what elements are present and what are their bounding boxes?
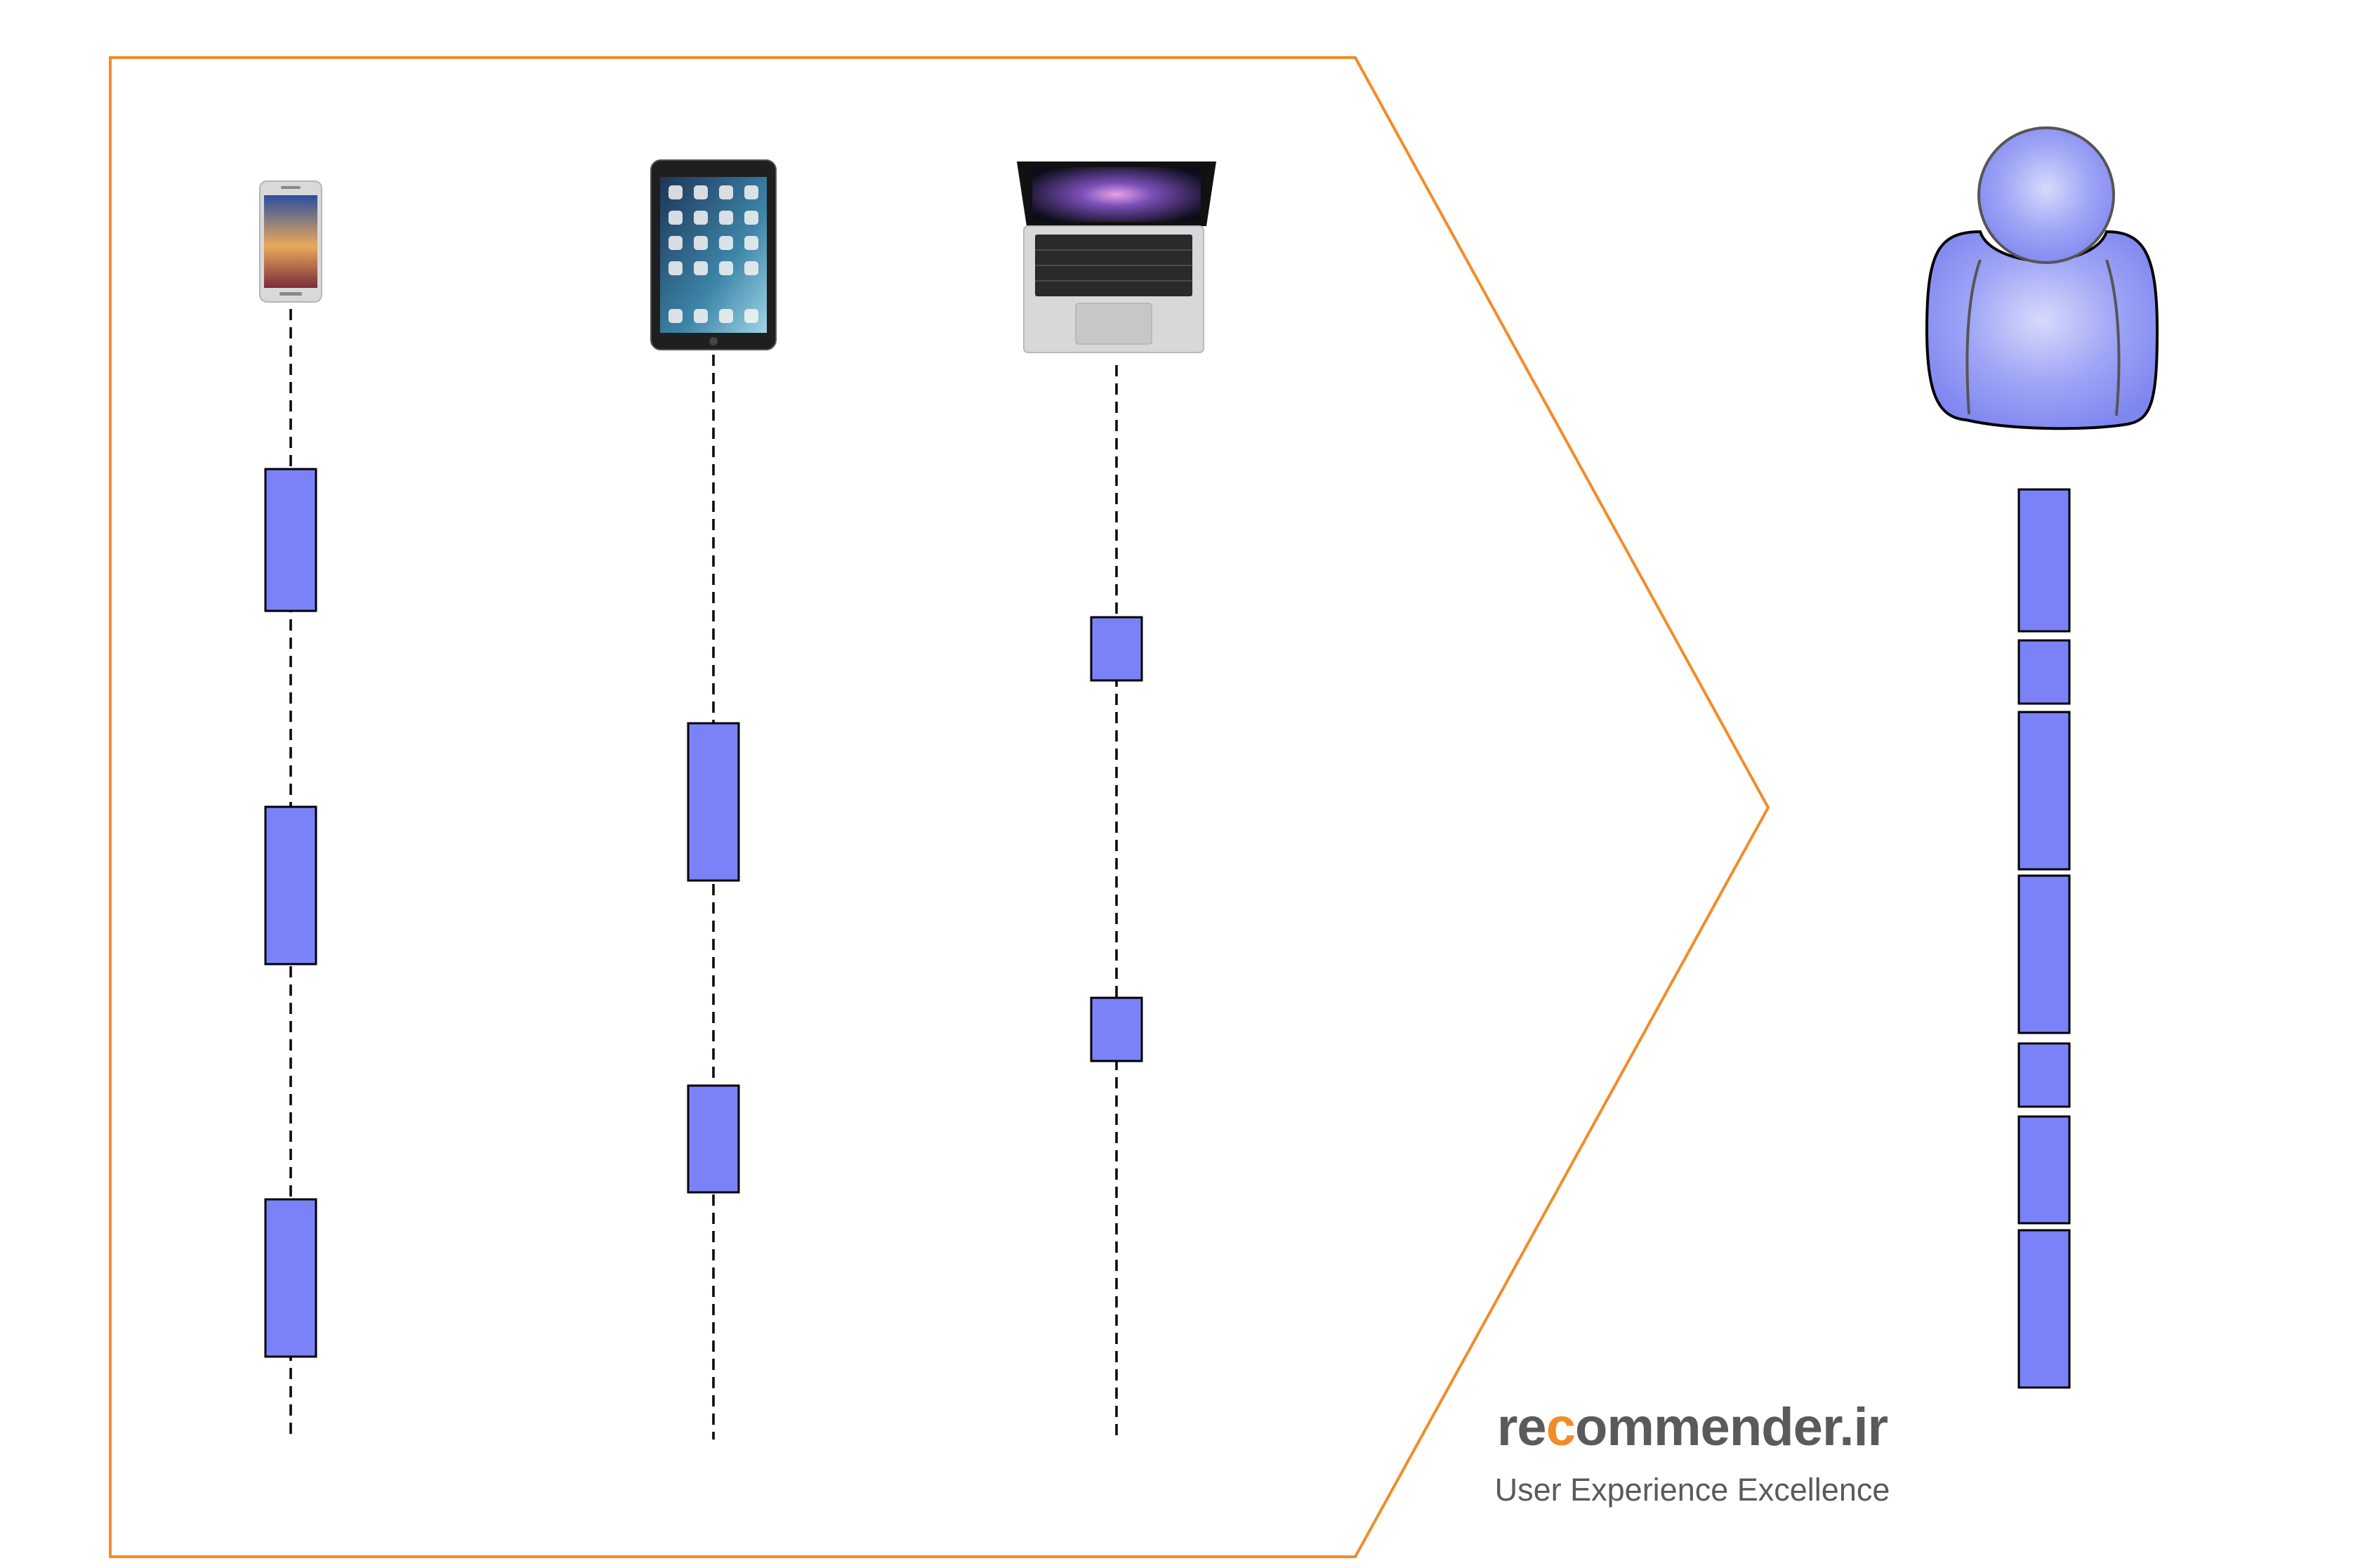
- user-column: [1925, 126, 2159, 1389]
- laptop-session-block: [1090, 616, 1143, 682]
- user-combined-block: [2017, 1229, 2071, 1389]
- user-icon: [1925, 126, 2159, 430]
- brand-name-part: ommender.ir: [1574, 1397, 1888, 1457]
- phone-session-block: [264, 805, 317, 966]
- phone-session-block: [264, 468, 317, 612]
- user-combined-block: [2017, 639, 2071, 705]
- user-combined-block: [2017, 488, 2071, 633]
- user-combined-block: [2017, 1115, 2071, 1225]
- smartphone-icon: [259, 180, 322, 303]
- brand-name: recommender.ir: [1482, 1401, 1903, 1454]
- user-combined-block: [2017, 874, 2071, 1034]
- phone-session-block: [264, 1198, 317, 1358]
- tablet-column: [650, 159, 777, 1439]
- user-combined-block: [2017, 1042, 2071, 1108]
- tablet-session-block: [687, 722, 740, 882]
- brand-tagline: User Experience Excellence: [1494, 1472, 1890, 1508]
- tablet-session-block: [687, 1084, 740, 1194]
- laptop-icon: [1017, 162, 1216, 353]
- laptop-session-block: [1090, 996, 1143, 1062]
- user-combined-block: [2017, 711, 2071, 871]
- brand-name-part: re: [1496, 1397, 1547, 1457]
- device-group-frame: [109, 56, 1770, 1558]
- tablet-icon: [650, 159, 777, 350]
- smartphone-column: [259, 180, 322, 1439]
- laptop-column: [1017, 162, 1216, 1439]
- brand-logo: recommender.ir User Experience Excellenc…: [1482, 1401, 1903, 1506]
- brand-name-accent: c: [1546, 1397, 1576, 1457]
